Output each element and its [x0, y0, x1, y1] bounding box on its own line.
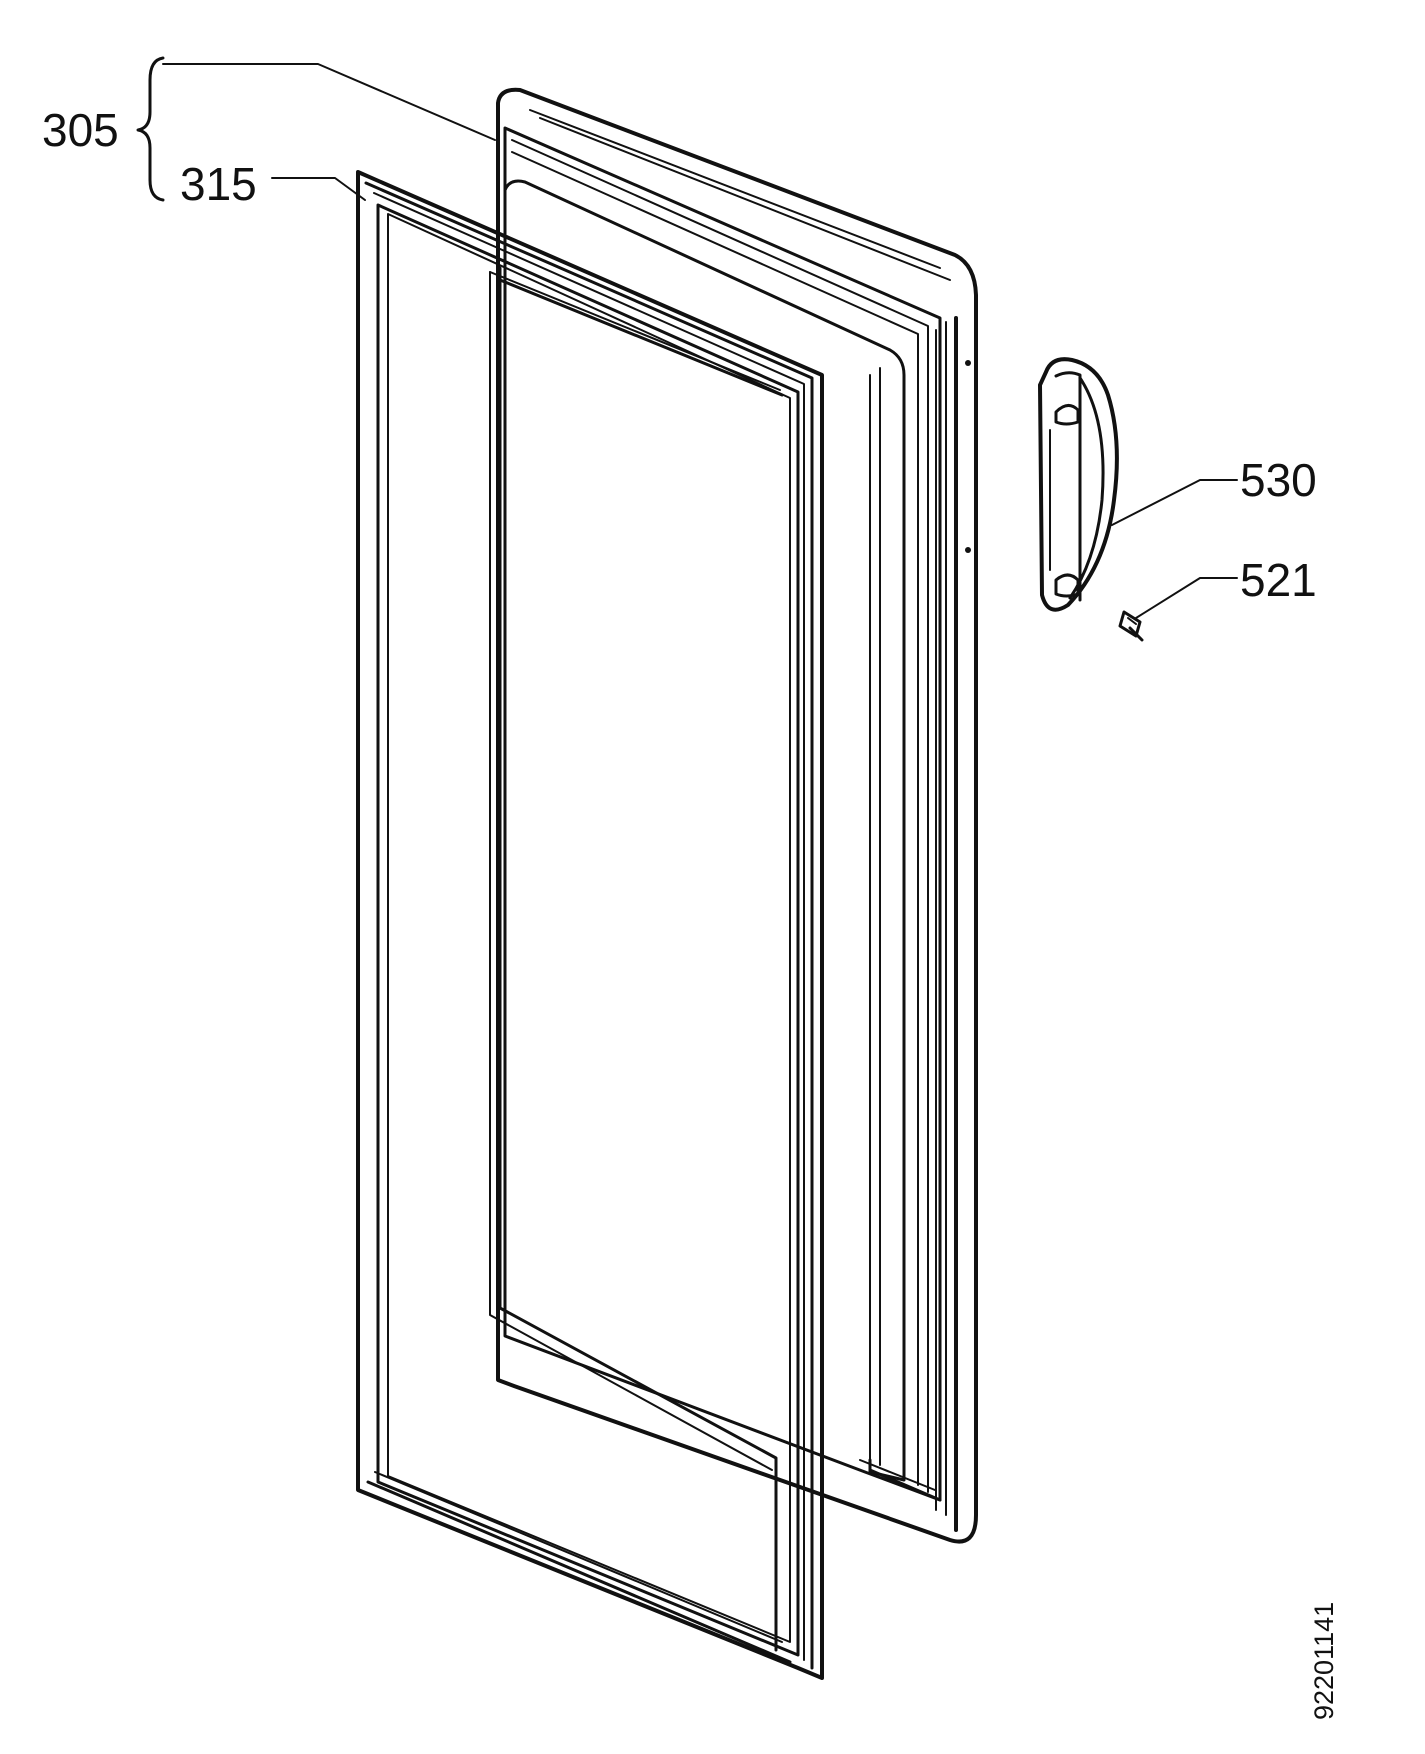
handle-screw — [1118, 610, 1144, 642]
callout-530: 530 — [1240, 454, 1317, 506]
leader-305 — [162, 63, 496, 141]
leader-lines — [136, 56, 1238, 619]
callout-315: 315 — [180, 158, 257, 210]
door-panel — [496, 87, 978, 1544]
brace-305 — [136, 56, 165, 202]
leader-315 — [271, 177, 366, 201]
door-gasket — [356, 170, 824, 1680]
leader-521 — [1135, 577, 1238, 619]
door-handle — [1038, 357, 1119, 612]
callout-521: 521 — [1240, 554, 1317, 606]
leader-530 — [1111, 479, 1238, 526]
callout-305: 305 — [42, 104, 119, 156]
document-number: 92201141 — [1309, 1602, 1339, 1720]
